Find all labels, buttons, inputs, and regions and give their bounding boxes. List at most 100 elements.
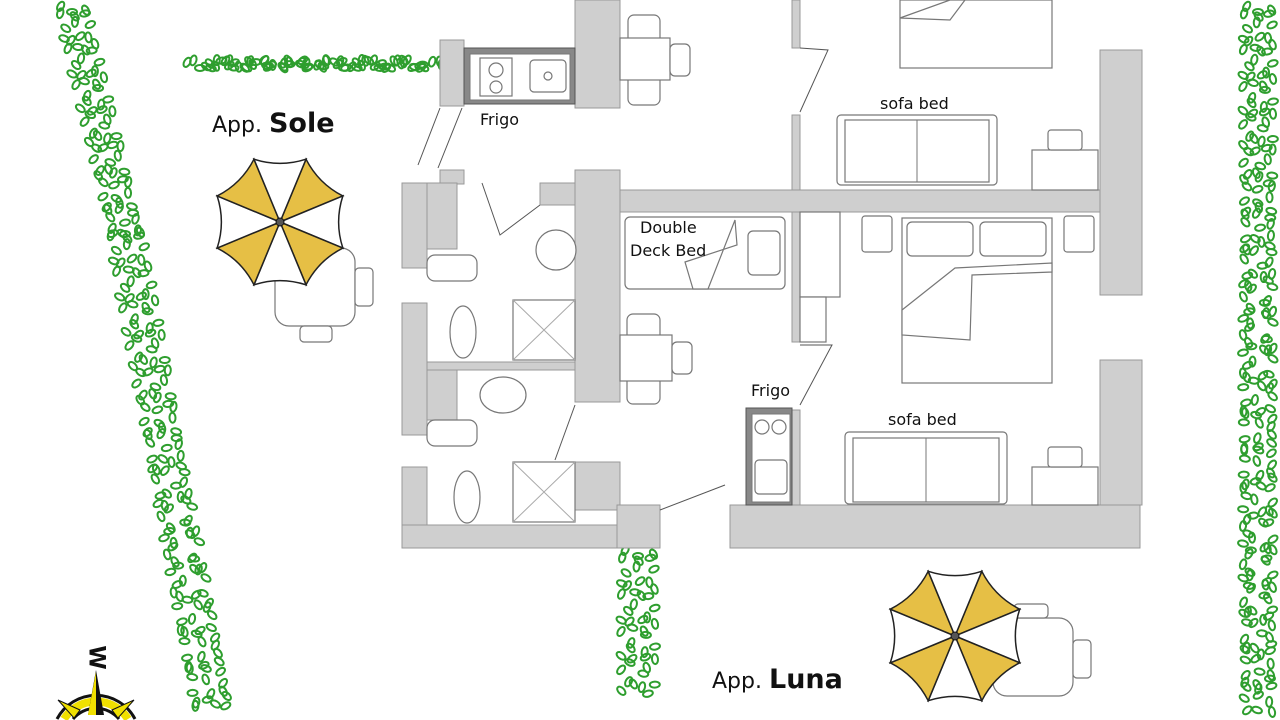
hedge-leaf xyxy=(119,282,131,293)
hedge-leaf xyxy=(88,127,98,139)
hedge-leaf xyxy=(1268,73,1278,85)
hedge-leaf xyxy=(1258,517,1269,528)
hedge-leaf xyxy=(1242,243,1251,256)
hedge xyxy=(106,222,232,712)
hedge-leaf xyxy=(143,260,153,273)
hedge-leaf xyxy=(640,646,649,659)
sofa-bed-label: sofa bed xyxy=(888,410,957,429)
hedge-leaf xyxy=(85,46,98,55)
hedge-leaf xyxy=(1254,171,1264,183)
hedge-leaf xyxy=(1245,569,1254,582)
hedge-leaf xyxy=(642,592,655,601)
hedge-leaf xyxy=(332,59,344,70)
hedge-leaf xyxy=(189,54,198,67)
hedge-leaf xyxy=(161,488,173,499)
hedge-leaf xyxy=(336,57,348,67)
hedge-leaf xyxy=(151,405,164,415)
hedge-leaf xyxy=(1244,322,1256,332)
apartment-prefix: App. xyxy=(712,669,762,694)
hedge-leaf xyxy=(1264,404,1277,414)
hedges xyxy=(56,0,1279,718)
hedge-leaf xyxy=(209,699,222,709)
hedge-leaf xyxy=(1268,544,1278,556)
hedge-leaf xyxy=(1256,380,1267,392)
hedge-leaf xyxy=(145,280,158,290)
hedge-leaf xyxy=(126,253,138,264)
hedge-leaf xyxy=(1255,407,1267,417)
hedge-leaf xyxy=(158,533,170,543)
hedge-leaf xyxy=(1237,505,1250,514)
hedge-leaf xyxy=(116,140,125,153)
hedge-leaf xyxy=(1267,619,1276,632)
hedge-leaf xyxy=(220,701,232,711)
hedge-leaf xyxy=(141,288,150,301)
hedge-leaf xyxy=(145,437,156,448)
hedge-leaf xyxy=(1252,16,1261,29)
hedge-leaf xyxy=(90,65,99,78)
hedge-leaf xyxy=(632,552,644,560)
hedge-leaf xyxy=(296,56,307,68)
hedge-leaf xyxy=(1239,253,1249,265)
hedge-leaf xyxy=(206,610,218,621)
hedge-leaf xyxy=(165,522,176,534)
hedge-leaf xyxy=(1268,143,1277,156)
hedge-leaf xyxy=(1266,218,1275,230)
hedge-leaf xyxy=(1267,354,1279,364)
hedge-leaf xyxy=(139,402,151,412)
hedge-leaf xyxy=(74,103,86,114)
hedge-leaf xyxy=(98,177,109,188)
hedge-leaf xyxy=(1238,291,1248,303)
apartment-name: Luna xyxy=(768,664,843,695)
hedge-leaf xyxy=(649,642,661,651)
hedge-leaf xyxy=(616,664,627,676)
hedge-leaf xyxy=(1259,100,1268,113)
hedge-leaf xyxy=(120,326,132,337)
label-line: Deck Bed xyxy=(630,241,707,260)
hedge-leaf xyxy=(632,560,641,573)
hedge-leaf xyxy=(129,318,140,330)
hedge-leaf xyxy=(95,165,105,176)
hedge-leaf xyxy=(1263,32,1273,44)
hedge-leaf xyxy=(70,15,80,28)
hedge-leaf xyxy=(1239,644,1251,655)
hedge-leaf xyxy=(152,391,162,404)
hedge-leaf xyxy=(133,224,142,237)
hedge-leaf xyxy=(1253,432,1262,444)
hedge-leaf xyxy=(200,573,212,583)
hedge-leaf xyxy=(1267,472,1278,483)
hedge-leaf xyxy=(84,110,96,120)
hedge-leaf xyxy=(88,154,99,165)
hedge-leaf xyxy=(190,629,203,638)
hedge-leaf xyxy=(1267,97,1279,106)
hedge-leaf xyxy=(114,292,126,302)
hedge-leaf xyxy=(92,129,103,141)
hedge-leaf xyxy=(1250,493,1259,506)
hedge-leaf xyxy=(227,63,240,72)
umbrella-pole xyxy=(275,217,285,227)
hedge-leaf xyxy=(124,293,135,304)
hedge-leaf xyxy=(1249,233,1261,244)
hedge-leaf xyxy=(124,340,135,351)
hedge-leaf xyxy=(634,576,646,587)
hedge-leaf xyxy=(1243,336,1254,349)
hedge-leaf xyxy=(407,63,419,72)
hedge-leaf xyxy=(188,554,201,563)
hedge-leaf xyxy=(1245,130,1255,142)
hedge-leaf xyxy=(167,456,176,469)
hedge-leaf xyxy=(1245,302,1256,314)
hedge-leaf xyxy=(618,551,627,564)
hedge-leaf xyxy=(158,356,171,365)
hedge-leaf xyxy=(72,42,84,52)
hedge-leaf xyxy=(1237,70,1249,80)
hedge-leaf xyxy=(181,653,193,662)
hedge-leaf xyxy=(637,681,647,694)
hedge-leaf xyxy=(1266,59,1279,68)
hedge-leaf xyxy=(1263,9,1275,18)
hedge-leaf xyxy=(135,394,146,406)
hedge-leaf xyxy=(623,605,634,616)
hedge-leaf xyxy=(108,180,120,190)
hedge-leaf xyxy=(157,422,167,434)
hedge-leaf xyxy=(175,461,187,471)
hedge-leaf xyxy=(1238,454,1251,463)
